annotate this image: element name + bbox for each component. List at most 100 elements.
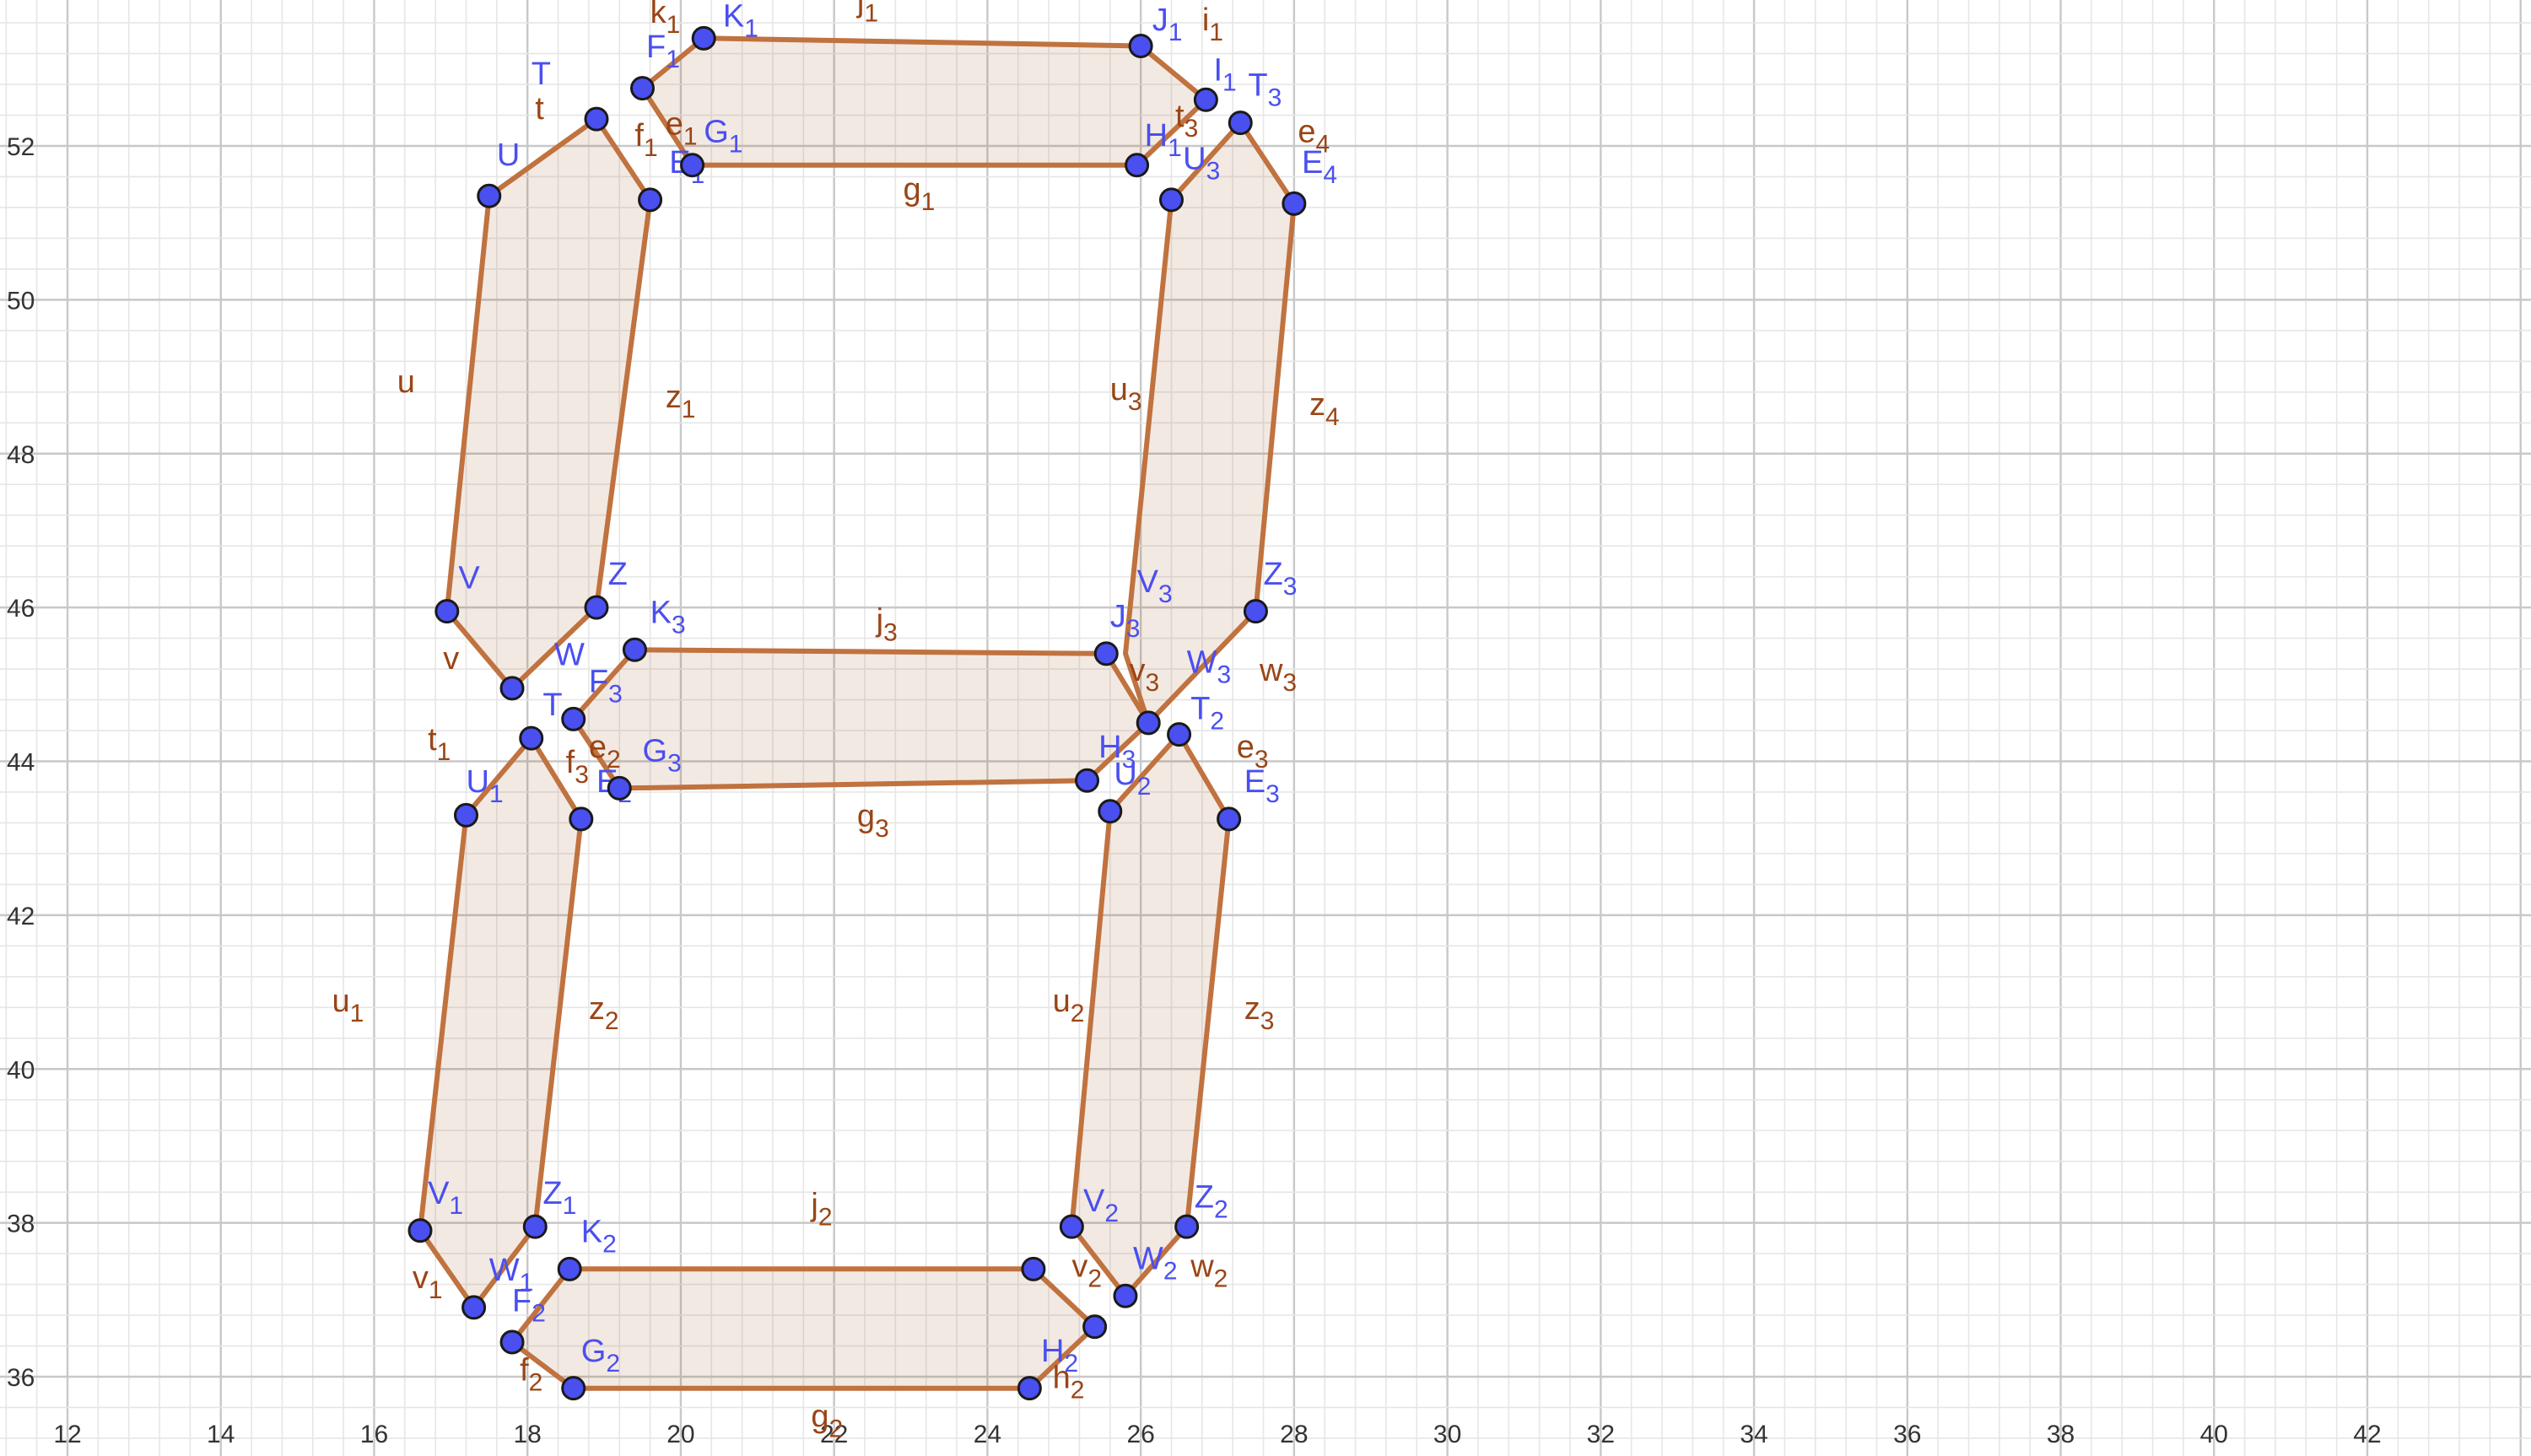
segment-label: v3	[1130, 653, 1160, 697]
y-tick-label: 48	[7, 441, 35, 469]
vertex-point[interactable]	[1193, 87, 1218, 112]
vertex-point[interactable]	[461, 1295, 487, 1320]
x-tick-label: 26	[1126, 1421, 1154, 1448]
vertex-point[interactable]	[1125, 153, 1150, 178]
segment-label: j1	[856, 0, 878, 27]
segment-label: v	[443, 641, 459, 677]
segment-label: e4	[1298, 114, 1330, 158]
vertex-point[interactable]	[522, 1214, 548, 1239]
vertex-point[interactable]	[499, 1329, 525, 1355]
vertex-point[interactable]	[1128, 33, 1153, 58]
segment-label: e2	[589, 730, 621, 774]
segment-label: t3	[1175, 99, 1198, 143]
segment-label: u2	[1053, 984, 1085, 1027]
point-label: E3	[1244, 764, 1280, 808]
vertex-point[interactable]	[407, 1218, 433, 1243]
vertex-point[interactable]	[1243, 599, 1268, 624]
point-labels: K1F1J1I1T3TG1E1H1U3UE4VZV3Z3J3K3W3WF3T2T…	[428, 0, 1337, 1378]
vertex-point[interactable]	[1113, 1283, 1138, 1308]
point-label: G2	[581, 1334, 620, 1378]
x-tick-label: 32	[1587, 1421, 1615, 1448]
y-tick-label: 40	[7, 1056, 35, 1084]
vertex-point[interactable]	[1136, 710, 1161, 736]
point-label: E4	[1302, 145, 1337, 189]
segment-label: v1	[413, 1260, 443, 1304]
segment-label: w2	[1190, 1248, 1228, 1292]
point-label: U1	[467, 764, 504, 808]
segment-label: e1	[666, 106, 698, 150]
vertex-point[interactable]	[1059, 1214, 1084, 1239]
vertex-point[interactable]	[499, 676, 525, 701]
x-tick-label: 16	[360, 1421, 388, 1448]
vertex-point[interactable]	[561, 706, 586, 731]
point-label: Z	[608, 557, 628, 592]
vertex-point[interactable]	[454, 802, 479, 828]
point-label: W1	[489, 1253, 534, 1297]
vertex-point[interactable]	[638, 187, 663, 213]
point-label: H2	[1041, 1334, 1078, 1378]
vertex-point[interactable]	[569, 806, 594, 832]
point-label: U3	[1183, 141, 1220, 185]
vertex-point[interactable]	[1098, 799, 1123, 824]
segment-label: h2	[1053, 1361, 1085, 1405]
vertex-points[interactable]	[407, 25, 1307, 1401]
point-label: G1	[704, 114, 742, 158]
point-label: J3	[1110, 599, 1141, 643]
point-label: K1	[723, 0, 758, 43]
x-tick-label: 22	[820, 1421, 848, 1448]
vertex-point[interactable]	[561, 1376, 586, 1401]
segment-label: t1	[428, 722, 451, 766]
point-label: H1	[1145, 118, 1182, 162]
segment-label: f2	[520, 1353, 542, 1397]
vertex-point[interactable]	[1021, 1256, 1046, 1281]
point-label: K3	[650, 595, 686, 639]
segment-bottom[interactable]	[510, 1266, 1098, 1391]
vertex-point[interactable]	[691, 25, 716, 51]
vertex-point[interactable]	[477, 183, 502, 208]
vertex-point[interactable]	[622, 637, 647, 662]
vertex-point[interactable]	[1082, 1314, 1108, 1340]
segment-label: f3	[566, 745, 589, 789]
vertex-point[interactable]	[584, 106, 609, 132]
vertex-point[interactable]	[1217, 806, 1242, 832]
segment-label: e3	[1237, 730, 1269, 774]
x-tick-label: 40	[2200, 1421, 2228, 1448]
point-label: T3	[1248, 68, 1282, 112]
x-tick-label: 28	[1280, 1421, 1308, 1448]
point-label: T	[532, 57, 551, 92]
x-tick-label: 14	[207, 1421, 235, 1448]
vertex-point[interactable]	[1228, 111, 1253, 136]
point-label: T	[542, 688, 562, 723]
vertex-point[interactable]	[1093, 641, 1119, 666]
vertex-point[interactable]	[584, 595, 609, 620]
segment-label: u	[397, 364, 415, 400]
segment-label: t	[535, 91, 544, 127]
vertex-point[interactable]	[680, 153, 705, 178]
vertex-point[interactable]	[1075, 768, 1100, 793]
y-tick-label: 44	[7, 749, 35, 777]
segment-upper-right[interactable]	[1123, 120, 1297, 725]
vertex-point[interactable]	[1282, 191, 1307, 216]
vertex-point[interactable]	[630, 76, 655, 101]
segment-label: j3	[876, 602, 898, 646]
vertex-point[interactable]	[1174, 1214, 1200, 1239]
segment-label: j2	[810, 1188, 832, 1232]
vertex-point[interactable]	[1167, 722, 1192, 747]
x-tick-label: 36	[1893, 1421, 1921, 1448]
point-label: Z2	[1195, 1179, 1228, 1223]
y-tick-label: 50	[7, 287, 35, 315]
vertex-point[interactable]	[557, 1256, 582, 1281]
vertex-point[interactable]	[434, 599, 460, 624]
vertex-point[interactable]	[607, 775, 632, 801]
point-label: G3	[643, 734, 682, 778]
x-tick-label: 34	[1740, 1421, 1767, 1448]
point-label: V2	[1083, 1184, 1119, 1227]
vertex-point[interactable]	[1158, 187, 1184, 213]
vertex-point[interactable]	[1017, 1376, 1042, 1401]
vertex-point[interactable]	[519, 725, 544, 751]
y-tick-label: 52	[7, 133, 35, 161]
